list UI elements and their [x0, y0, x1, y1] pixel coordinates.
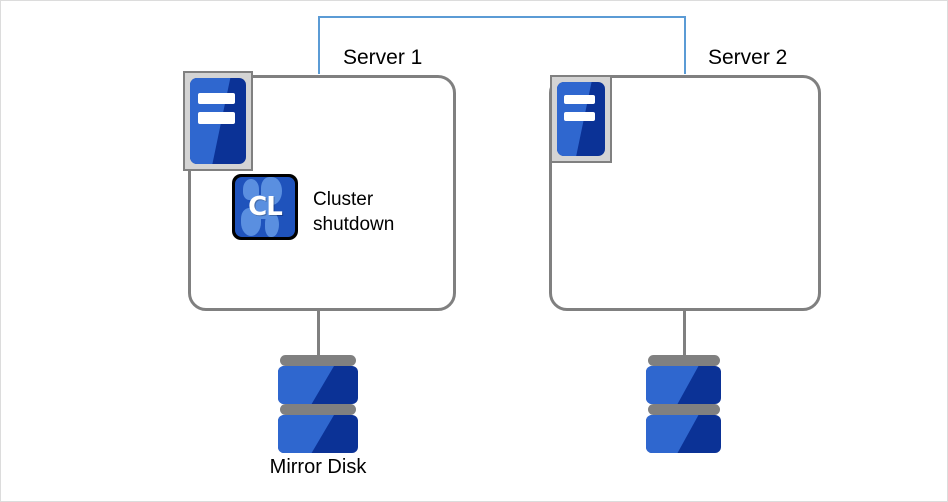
cl-icon-text: CL: [248, 192, 283, 222]
server-icon-bar-1: [197, 92, 235, 104]
disk-slab-upper: [646, 366, 721, 404]
disk-bar-top: [647, 355, 720, 366]
disk-bar-top: [279, 355, 357, 366]
cluster-cl-icon[interactable]: CL: [232, 174, 298, 240]
cl-blob-icon: [254, 195, 273, 219]
server-machine-icon: [183, 71, 253, 171]
mirror-disk-icon: [278, 355, 358, 453]
server-2-storage-connector: [683, 311, 686, 358]
server-1-storage-connector: [317, 311, 320, 358]
disk-slab-upper: [278, 366, 358, 404]
server-1-label: Server 1: [343, 46, 423, 69]
server-icon-bar-1: [563, 94, 596, 105]
disk-bar-middle: [279, 404, 357, 415]
server-icon-bar-2: [563, 111, 596, 122]
cl-blob-icon: [243, 179, 259, 200]
disk-slab-lower: [646, 415, 721, 453]
mirror-disk-label: Mirror Disk: [269, 456, 367, 478]
server-icon-bar-2: [197, 112, 235, 124]
server-2-label: Server 2: [708, 46, 788, 69]
disk-slab-lower: [278, 415, 358, 453]
server-interconnect-link: [318, 16, 686, 74]
server-machine-icon: [550, 75, 612, 163]
disk-bar-middle: [647, 404, 720, 415]
cluster-shutdown-caption: Cluster shutdown: [313, 189, 395, 235]
mirror-disk-icon: [646, 355, 721, 453]
